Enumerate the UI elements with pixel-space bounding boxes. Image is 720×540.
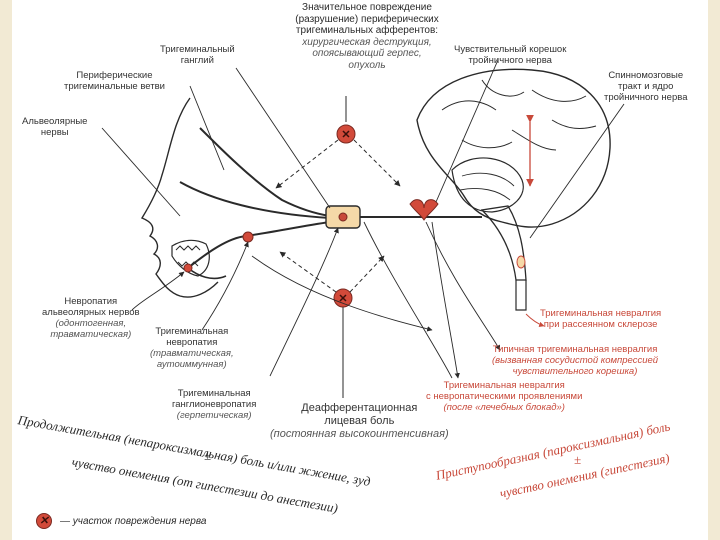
diagram-frame: ✕ ✕ Значительное повреждение (разрушение… [12, 0, 708, 540]
vascular-compression [409, 199, 439, 221]
peripheral-branch-upper [199, 127, 331, 217]
spinal-cord [515, 280, 527, 311]
anatomy-drawing: ✕ ✕ [101, 59, 625, 398]
cerebellum [451, 157, 524, 213]
label-typical-neuralgia: Типичная тригеминальная невралгия (вызва… [492, 344, 659, 377]
face-profile [140, 97, 219, 298]
bottom-left-plus: ± [204, 448, 212, 463]
bottom-right-plus: ± [574, 452, 582, 467]
damage-marker-icon: ✕ [36, 513, 52, 529]
jaw [171, 239, 210, 277]
svg-text:✕: ✕ [341, 129, 350, 141]
diagram-title: Значительное повреждение (разрушение) пе… [295, 2, 439, 71]
damage-marker-branch [242, 231, 254, 243]
brainstem [480, 205, 527, 281]
legend-text: — участок повреждения нерва [60, 515, 207, 527]
brain-outline [416, 68, 611, 228]
damage-marker-alveolar [183, 263, 193, 273]
svg-text:✕: ✕ [338, 293, 347, 305]
damage-marker-top [336, 124, 356, 144]
peripheral-branch-mid [179, 181, 331, 219]
legend: ✕ — участок повреждения нерва [36, 513, 206, 529]
